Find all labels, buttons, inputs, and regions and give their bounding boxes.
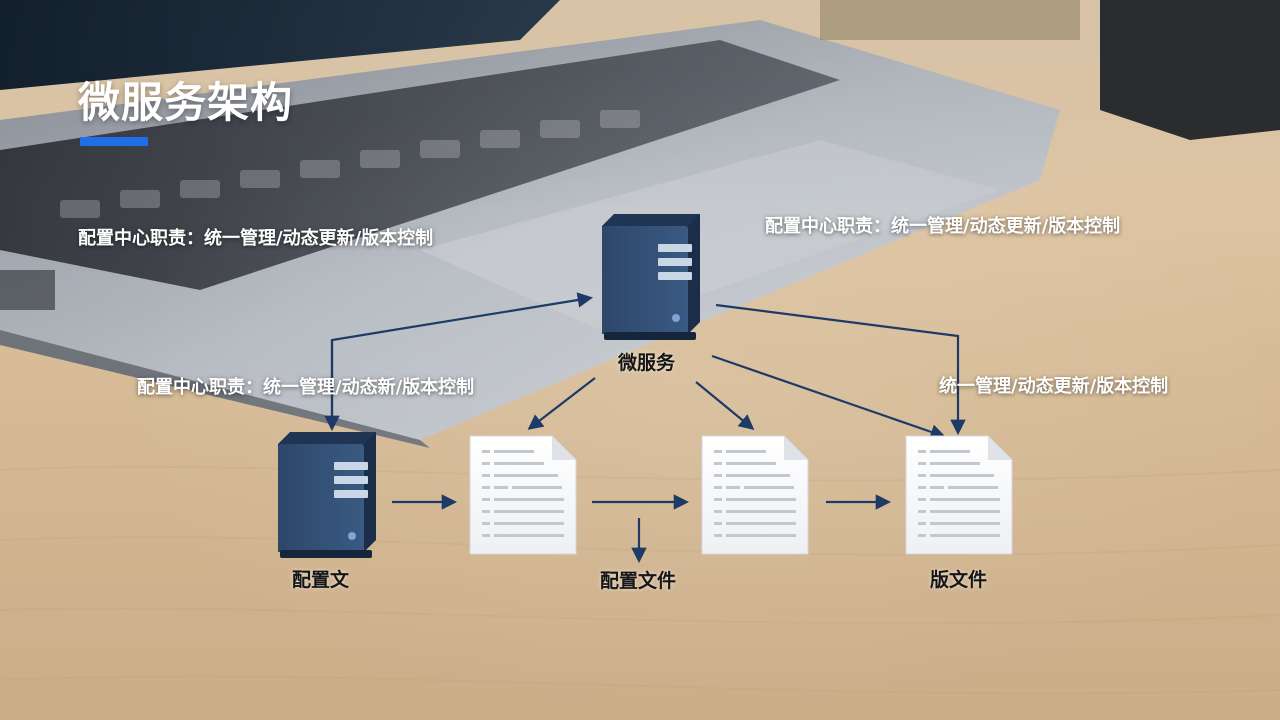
label-mid-left: 配置中心职责：统一管理/动态新/版本控制 bbox=[137, 377, 475, 398]
document-icon bbox=[469, 435, 577, 555]
node-label-microservice: 微服务 bbox=[618, 352, 676, 374]
node-label-config-file: 配置文件 bbox=[600, 570, 677, 592]
server-tower-icon bbox=[602, 214, 700, 340]
slide-title: 微服务架构 bbox=[78, 78, 294, 127]
node-label-config-server: 配置文 bbox=[292, 569, 350, 591]
label-mid-right: 统一管理/动态更新/版本控制 bbox=[939, 376, 1169, 397]
node-label-version-file: 版文件 bbox=[930, 569, 988, 591]
arrow-server-to-microservice bbox=[330, 292, 594, 425]
label-top-left: 配置中心职责：统一管理/动态更新/版本控制 bbox=[78, 228, 434, 249]
arrow-microservice-to-doc3 bbox=[711, 354, 946, 440]
document-icon bbox=[701, 435, 809, 555]
document-icon bbox=[905, 435, 1013, 555]
title-accent-bar bbox=[80, 137, 148, 146]
label-top-right: 配置中心职责：统一管理/动态更新/版本控制 bbox=[765, 216, 1121, 237]
server-tower-icon bbox=[278, 432, 376, 558]
arrow-microservice-to-doc1 bbox=[527, 377, 596, 430]
arrow-microservice-elbow-doc3 bbox=[715, 303, 966, 436]
arrow-microservice-to-doc2 bbox=[695, 381, 755, 430]
connectors bbox=[324, 292, 966, 564]
